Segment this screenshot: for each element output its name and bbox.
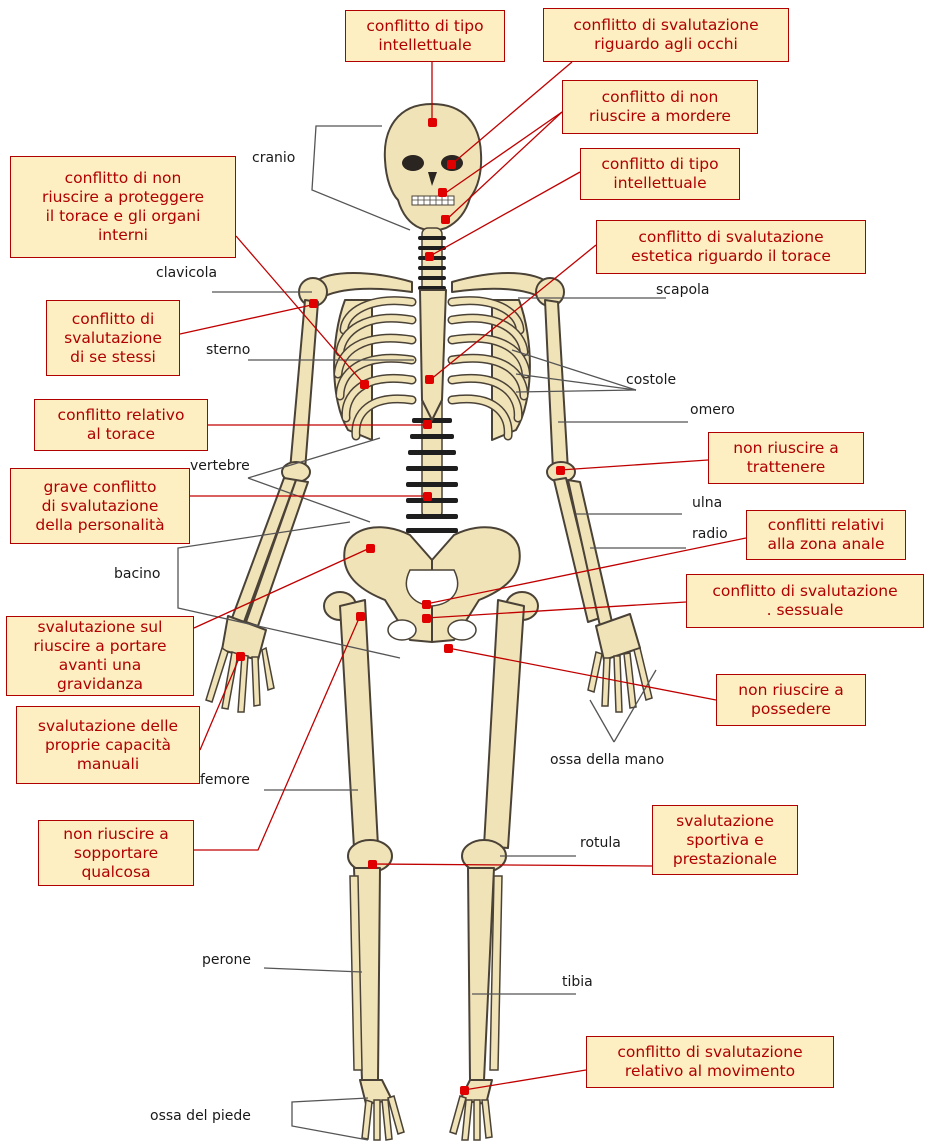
- label-perone: perone: [202, 952, 251, 968]
- conflict-box-possedere: non riuscire a possedere: [716, 674, 866, 726]
- conflict-box-torace-estetica: conflitto di svalutazione estetica rigua…: [596, 220, 866, 274]
- label-omero: omero: [690, 402, 735, 418]
- label-vertebre: vertebre: [190, 458, 250, 474]
- label-clavicola: clavicola: [156, 265, 217, 281]
- conflict-box-anale: conflitti relativi alla zona anale: [746, 510, 906, 560]
- conflict-box-sessuale: conflitto di svalutazione . sessuale: [686, 574, 924, 628]
- conflict-box-proteggere: conflitto di non riuscire a proteggere i…: [10, 156, 236, 258]
- conflict-box-cranio: conflitto di tipo intellettuale: [345, 10, 505, 62]
- label-rotula: rotula: [580, 835, 621, 851]
- conflict-box-occhi: conflitto di svalutazione riguardo agli …: [543, 8, 789, 62]
- label-ulna: ulna: [692, 495, 722, 511]
- label-sterno: sterno: [206, 342, 250, 358]
- legs: [324, 592, 538, 1080]
- label-scapola: scapola: [656, 282, 710, 298]
- label-femore: femore: [200, 772, 250, 788]
- label-tibia: tibia: [562, 974, 593, 990]
- conflict-box-sportiva: svalutazione sportiva e prestazionale: [652, 805, 798, 875]
- conflict-box-torace: conflitto relativo al torace: [34, 399, 208, 451]
- label-ossa-del-piede: ossa del piede: [150, 1108, 251, 1124]
- conflict-box-manuali: svalutazione delle proprie capacità manu…: [16, 706, 200, 784]
- label-costole: costole: [626, 372, 676, 388]
- ribcage: [334, 290, 530, 440]
- conflict-box-sopportare: non riuscire a sopportare qualcosa: [38, 820, 194, 886]
- label-ossa-della-mano: ossa della mano: [550, 752, 664, 768]
- label-bacino: bacino: [114, 566, 161, 582]
- conflict-box-mordere: conflitto di non riuscire a mordere: [562, 80, 758, 134]
- conflict-box-movimento: conflitto di svalutazione relativo al mo…: [586, 1036, 834, 1088]
- label-radio: radio: [692, 526, 728, 542]
- conflict-box-se-stessi: conflitto di svalutazione di se stessi: [46, 300, 180, 376]
- conflict-box-trattenere: non riuscire a trattenere: [708, 432, 864, 484]
- conflict-box-personalita: grave conflitto di svalutazione della pe…: [10, 468, 190, 544]
- conflict-box-collo: conflitto di tipo intellettuale: [580, 148, 740, 200]
- label-cranio: cranio: [252, 150, 295, 166]
- conflict-box-gravidanza: svalutazione sul riuscire a portare avan…: [6, 616, 194, 696]
